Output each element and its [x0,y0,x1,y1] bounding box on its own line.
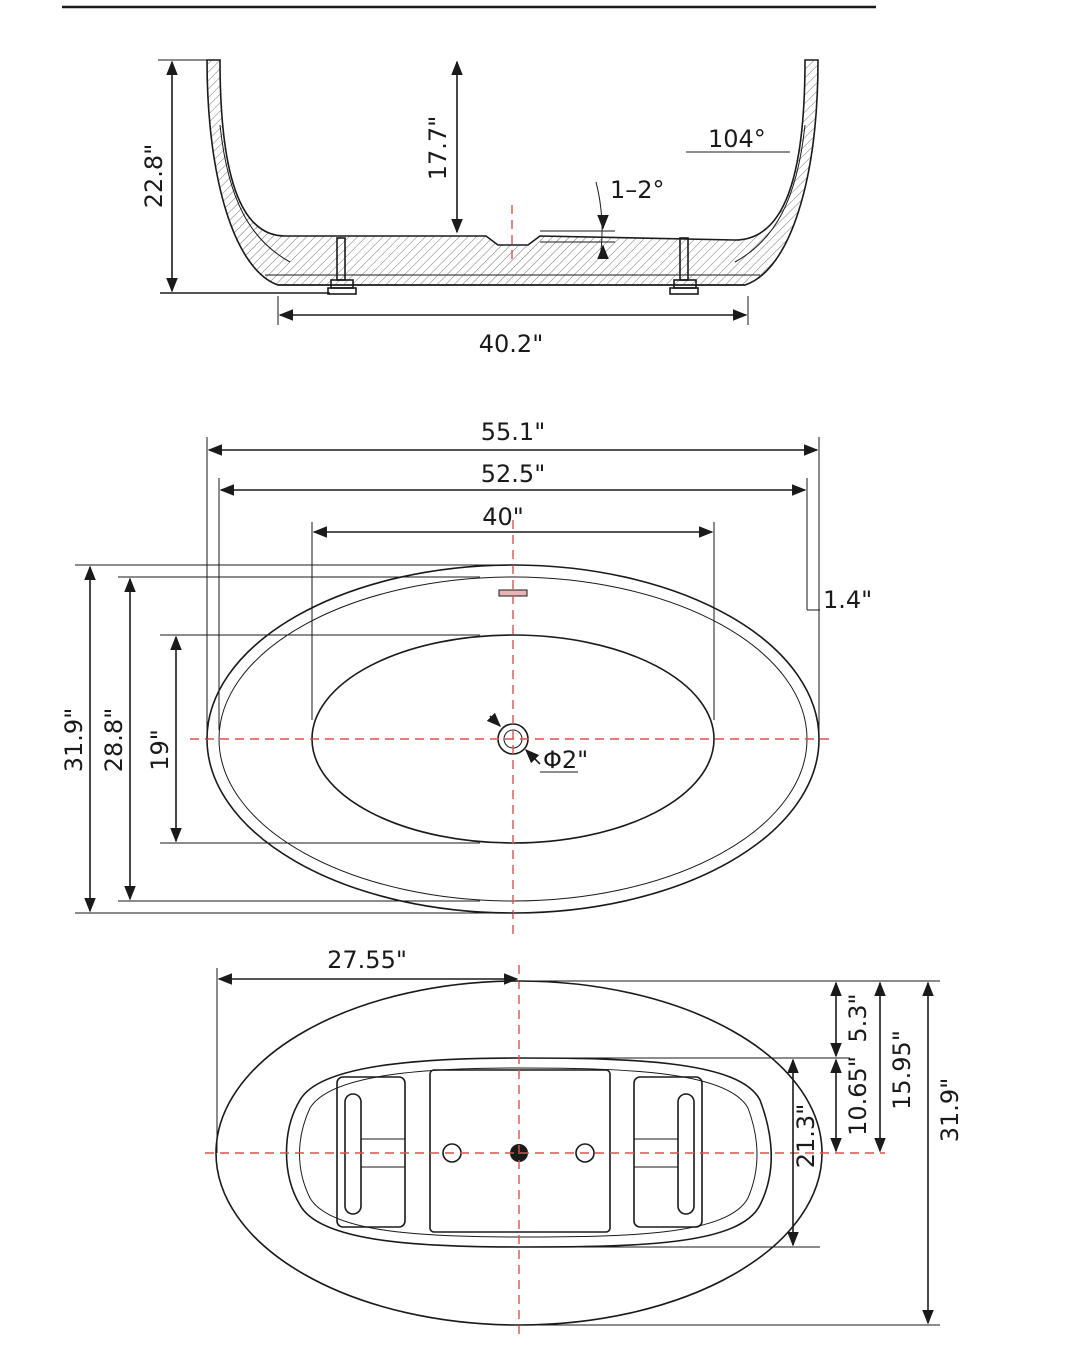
bottom-half-length-label: 27.55" [327,946,407,974]
side-view: 22.8" 17.7" 104° 1–2° 40.2" [140,59,819,358]
side-view-shell [206,59,819,286]
top-rim-length-label: 52.5" [481,460,545,488]
bottom-offset-a-label: 5.3" [844,993,872,1042]
top-overall-length-label: 55.1" [481,418,545,446]
side-total-height-label: 22.8" [140,144,168,208]
top-basin-length-label: 40" [482,503,524,531]
side-wall-angle-label: 104° [708,125,766,153]
top-rim-width-label: 28.8" [100,708,128,772]
side-view-leg-left [327,237,357,295]
side-floor-slope-label: 1–2° [610,176,665,204]
top-overall-width-label: 31.9" [60,708,88,772]
bottom-pad-right [633,1076,703,1228]
top-basin-width-label: 19" [146,729,174,771]
bottom-view-base [285,1057,772,1248]
side-base-length-label: 40.2" [479,330,543,358]
bottom-overall-width-label: 31.9" [936,1078,964,1142]
bottom-base-width-label: 21.3" [792,1104,820,1168]
top-view: 55.1" 52.5" 40" 1.4" 31.9" 28.8" 19" [60,418,872,935]
bottom-offset-b-label: 10.65" [844,1056,872,1136]
bottom-view: 27.55" 5.3" 10.65" 15.95" 21.3" 31.9" [205,946,964,1340]
bottom-offset-c-label: 15.95" [888,1030,916,1110]
bottom-pad-center [429,1069,611,1233]
side-view-leg-right [669,237,699,295]
drain-diameter-label: Φ2" [543,746,588,774]
top-rim-offset-label: 1.4" [823,586,872,614]
bottom-pad-left [336,1076,406,1228]
side-inner-depth-label: 17.7" [424,116,452,180]
